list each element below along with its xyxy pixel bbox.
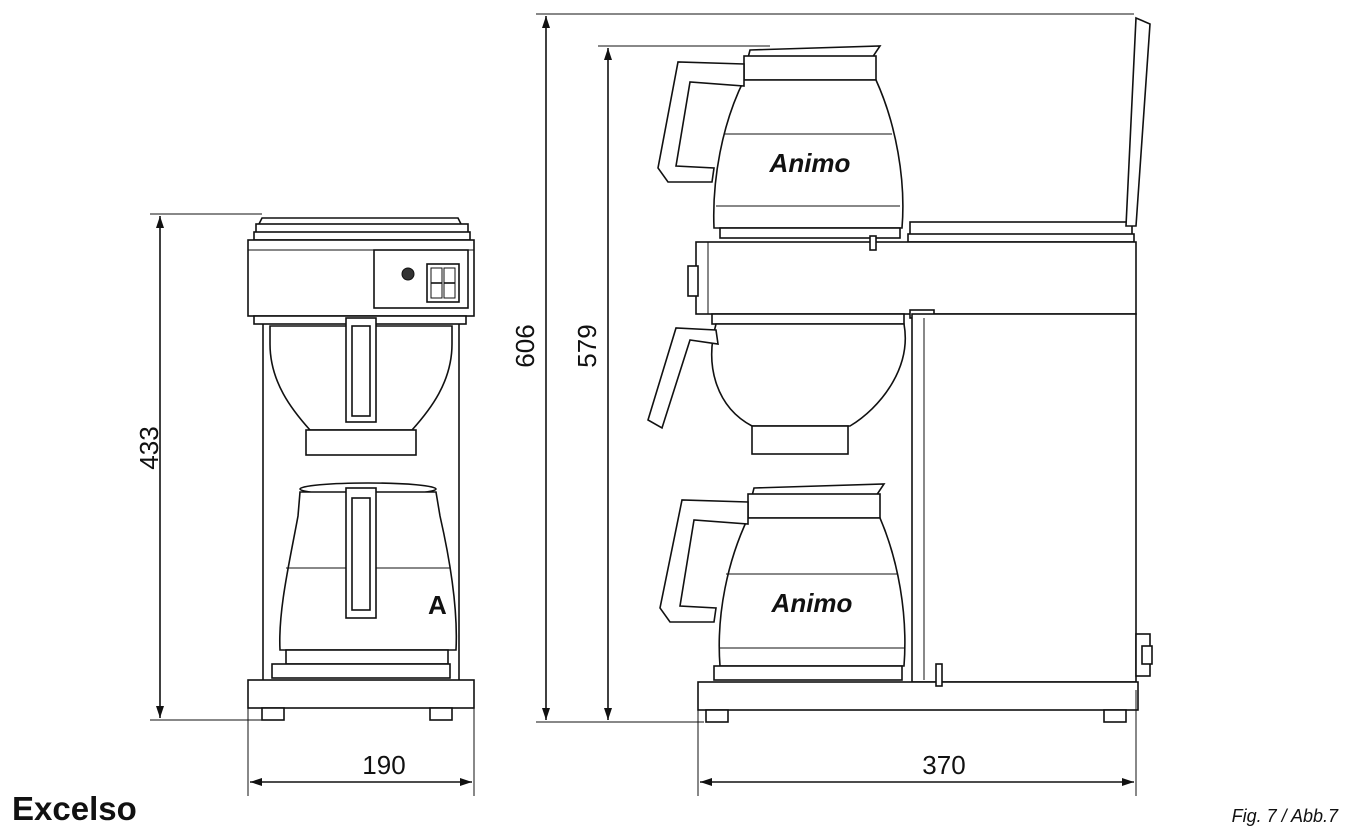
front-height-label: 433	[134, 426, 164, 469]
front-height-dimension	[150, 213, 262, 721]
side-width-label: 370	[922, 750, 965, 780]
side-view: Animo Animo	[647, 16, 1153, 723]
front-width-dimension	[247, 708, 475, 796]
side-width-dimension	[697, 690, 1137, 796]
side-height-dimension	[598, 45, 770, 720]
front-width-label: 190	[362, 750, 405, 780]
top-decanter-logo: Animo	[769, 148, 851, 178]
bottom-decanter-logo: Animo	[771, 588, 853, 618]
front-decanter-logo: A	[428, 590, 447, 620]
figure-reference: Fig. 7 / Abb.7	[1231, 806, 1338, 826]
front-view: A	[247, 217, 475, 721]
side-total-height-dimension	[536, 13, 1134, 723]
side-height-label: 579	[572, 324, 602, 367]
model-title: Excelso	[12, 790, 137, 827]
side-total-height-label: 606	[510, 324, 540, 367]
indicator-light-icon	[401, 267, 415, 281]
